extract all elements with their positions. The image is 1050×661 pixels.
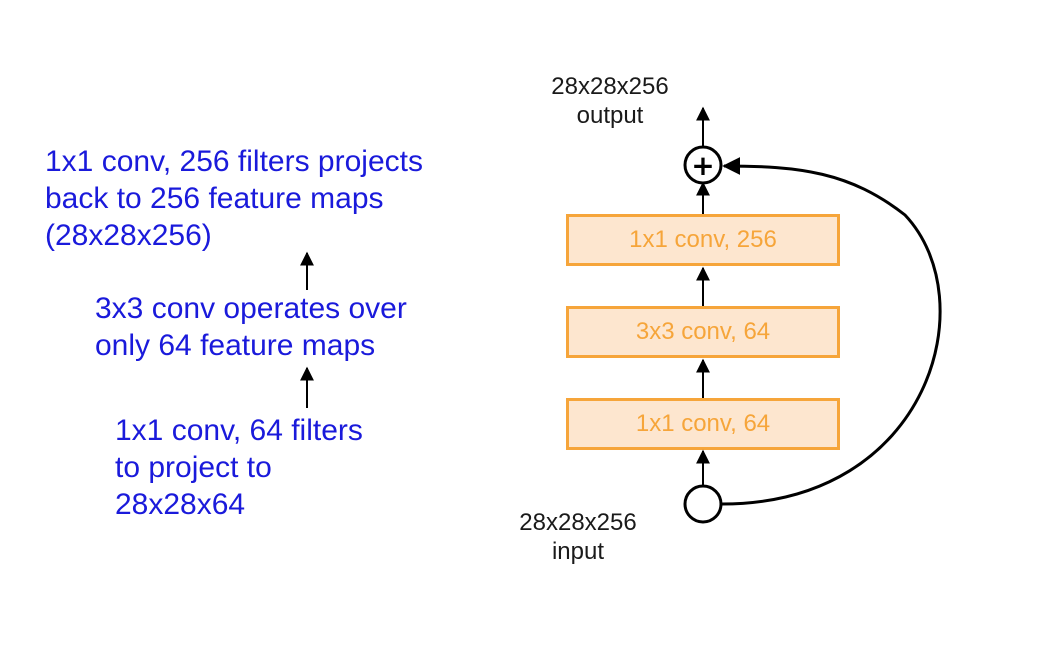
annotation-line: (28x28x256) — [45, 219, 212, 252]
annotation-line: 28x28x64 — [115, 488, 246, 521]
sum-node — [683, 145, 723, 185]
annotation-line: 1x1 conv, 256 filters projects — [45, 145, 423, 178]
output-shape: 28x28x256 — [551, 73, 669, 100]
output-label: 28x28x256 output — [520, 72, 700, 130]
annotation-1x1-64: 1x1 conv, 64 filters to project to 28x28… — [115, 412, 363, 523]
input-label: 28x28x256 input — [488, 508, 668, 566]
annotation-1x1-256: 1x1 conv, 256 filters projects back to 2… — [45, 143, 423, 254]
output-text: output — [576, 102, 644, 129]
annotation-3x3-64: 3x3 conv operates over only 64 feature m… — [95, 290, 407, 364]
layer-1x1-conv-64: 1x1 conv, 64 — [566, 398, 840, 450]
input-text: input — [551, 538, 605, 565]
layer-3x3-conv-64: 3x3 conv, 64 — [566, 306, 840, 358]
annotation-line: back to 256 feature maps — [45, 182, 384, 215]
plus-symbol: + — [691, 149, 714, 182]
layer-1x1-conv-256: 1x1 conv, 256 — [566, 214, 840, 266]
input-node — [683, 484, 723, 524]
input-shape: 28x28x256 — [519, 509, 637, 536]
annotation-line: 3x3 conv operates over — [95, 292, 407, 325]
annotation-line: to project to — [115, 451, 272, 484]
annotation-line: 1x1 conv, 64 filters — [115, 414, 363, 447]
skip-connection — [721, 157, 942, 506]
annotation-line: only 64 feature maps — [95, 329, 376, 362]
